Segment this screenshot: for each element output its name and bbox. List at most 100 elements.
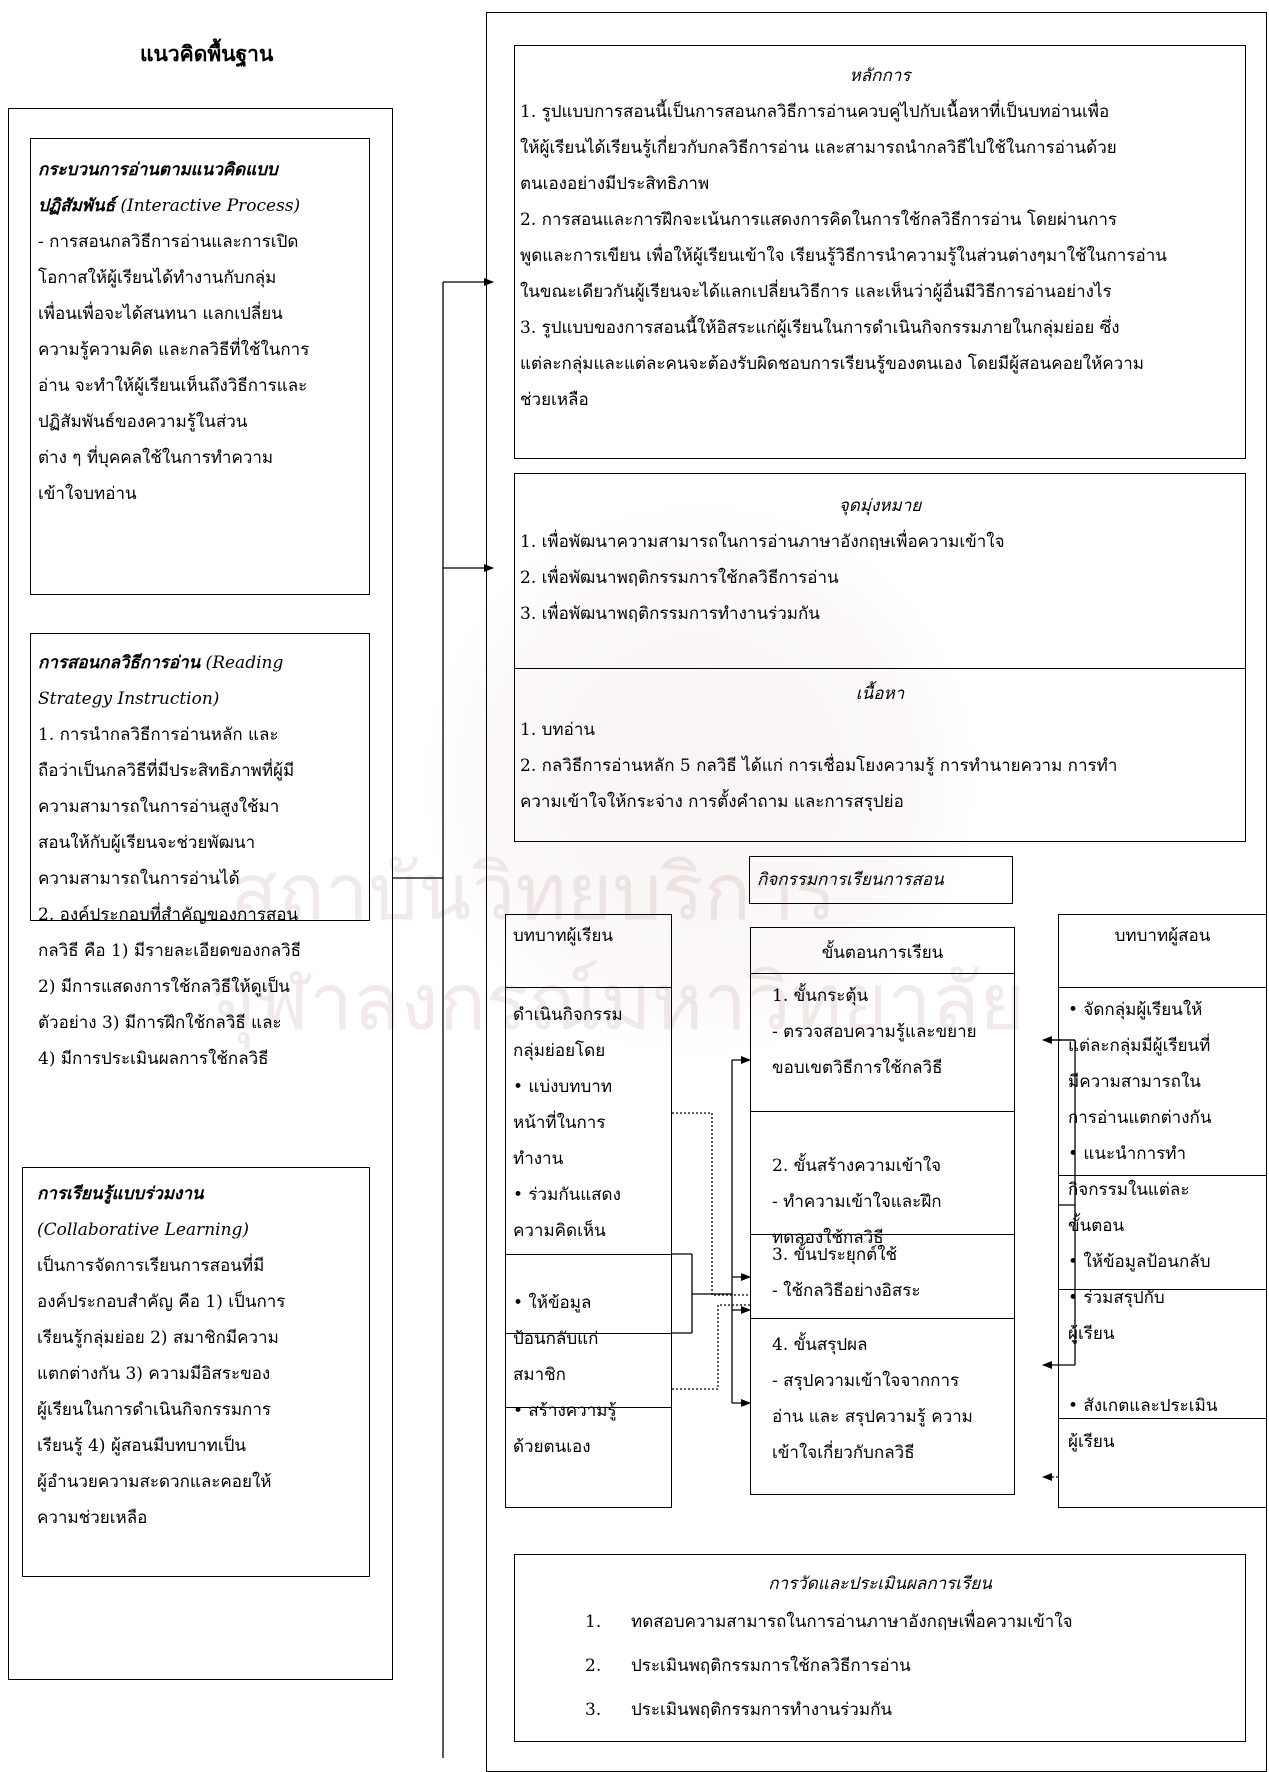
interactive-heading-line2: ปฏิสัมพันธ์ (Interactive Process) [38, 188, 368, 224]
principles-box [514, 45, 1246, 459]
strategy-heading2-en: Strategy Instruction) [38, 689, 220, 709]
watermark-text-top: สถาบันวิทยบริการ [230, 848, 837, 938]
learner-role-box [505, 914, 672, 1508]
activities-title-box [749, 856, 1013, 904]
content-line: 1. บทอ่าน [520, 720, 595, 740]
step-1: 1. ขั้นกระตุ้น - ตรวจสอบความรู้และขยาย ข… [772, 978, 1012, 1086]
teacher-line: • จัดกลุ่มผู้เรียนให้ [1068, 1000, 1203, 1020]
step-1-line: 1. ขั้นกระตุ้น [772, 986, 869, 1006]
interactive-line: ต่าง ๆ ที่บุคคลใช้ในการทำความ [38, 448, 274, 468]
teacher-line: • สังเกตและประเมิน [1068, 1396, 1218, 1416]
learner-line: ความคิดเห็น [513, 1221, 606, 1241]
step-4-line: เข้าใจเกี่ยวกับกลวิธี [772, 1443, 915, 1463]
steps-divider [750, 1111, 1015, 1112]
activities-title: กิจกรรมการเรียนการสอน [757, 870, 944, 890]
principles-text: หลักการ 1. รูปแบบการสอนนี้เป็นการสอนกลวิ… [520, 58, 1240, 418]
teacher-line: กิจกรรมในแต่ละ [1068, 1180, 1190, 1200]
strategy-line: ตัวอย่าง 3) มีการฝึกใช้กลวิธี และ [38, 1013, 282, 1033]
strategy-heading: การสอนกลวิธีการอ่าน [38, 653, 201, 673]
interactive-line: เข้าใจบทอ่าน [38, 484, 137, 504]
collab-line: ผู้เรียนในการดำเนินกิจกรรมการ [37, 1400, 271, 1420]
strategy-line: 2. องค์ประกอบที่สำคัญของการสอน [38, 905, 299, 925]
interactive-line: ปฏิสัมพันธ์ของความรู้ในส่วน [38, 412, 248, 432]
principles-line: ให้ผู้เรียนได้เรียนรู้เกี่ยวกับกลวิธีการ… [520, 138, 1117, 158]
strategy-line: สอนให้กับผู้เรียนจะช่วยพัฒนา [38, 833, 256, 853]
teacher-line: ผู้เรียน [1068, 1324, 1115, 1344]
evaluation-num: 3. [585, 1700, 602, 1720]
step-4-line: - สรุปความเข้าใจจากการ [772, 1371, 960, 1391]
strategy-line: กลวิธี คือ 1) มีรายละเอียดของกลวิธี [38, 941, 302, 961]
collab-heading: การเรียนรู้แบบร่วมงาน [37, 1184, 204, 1204]
step-2-line: ทดลองใช้กลวิธี [772, 1228, 884, 1248]
evaluation-text: ประเมินพฤติกรรมการใช้กลวิธีการอ่าน [631, 1656, 911, 1676]
learner-line: สมาชิก [513, 1365, 566, 1385]
teacher-line: มีความสามารถใน [1068, 1072, 1201, 1092]
teacher-line: การอ่านแตกต่างกัน [1068, 1108, 1212, 1128]
learner-line: ด้วยตนเอง [513, 1437, 591, 1457]
teacher-line: ขั้นตอน [1068, 1216, 1125, 1236]
evaluation-item: 2. ประเมินพฤติกรรมการใช้กลวิธีการอ่าน [585, 1648, 1235, 1684]
learning-steps-box [750, 927, 1015, 1495]
objectives-text: จุดมุ่งหมาย 1. เพื่อพัฒนาความสามารถในการ… [520, 488, 1240, 632]
principles-line: ตนเองอย่างมีประสิทธิภาพ [520, 174, 710, 194]
left-title: แนวคิดพื้นฐาน [140, 41, 274, 66]
step-1-line: ขอบเขตวิธีการใช้กลวิธี [772, 1058, 943, 1078]
learner-line: ดำเนินกิจกรรม [513, 1005, 623, 1025]
evaluation-text: ทดสอบความสามารถในการอ่านภาษาอังกฤษเพื่อค… [631, 1612, 1073, 1632]
step-4-line: 4. ขั้นสรุปผล [772, 1335, 868, 1355]
evaluation-num: 1. [585, 1612, 602, 1632]
step-4-line: อ่าน และ สรุปความรู้ ความ [772, 1407, 973, 1427]
interactive-line: ความรู้ความคิด และกลวิธีที่ใช้ในการ [38, 340, 310, 360]
objectives-line: 3. เพื่อพัฒนาพฤติกรรมการทำงานร่วมกัน [520, 604, 820, 624]
interactive-heading2-en: (Interactive Process) [115, 196, 301, 216]
strategy-line: 4) มีการประเมินผลการใช้กลวิธี [38, 1049, 269, 1069]
teacher-line: • แนะนำการทำ [1068, 1144, 1187, 1164]
interactive-line: เพื่อนเพื่อจะได้สนทนา แลกเปลี่ยน [38, 304, 283, 324]
evaluation-box [514, 1554, 1246, 1742]
collab-line: เรียนรู้ 4) ผู้สอนมีบทบาทเป็น [37, 1436, 247, 1456]
learner-line: ทำงาน [513, 1149, 564, 1169]
step-2-line: - ทำความเข้าใจและฝึก [772, 1192, 942, 1212]
collab-line: เป็นการจัดการเรียนการสอนที่มี [37, 1256, 265, 1276]
objectives-line: 1. เพื่อพัฒนาความสามารถในการอ่านภาษาอังก… [520, 532, 1005, 552]
strategy-line: 1. การนำกลวิธีการอ่านหลัก และ [38, 725, 279, 745]
steps-divider [750, 1234, 1015, 1235]
interactive-line: - การสอนกลวิธีการอ่านและการเปิด [38, 232, 299, 252]
step-2: 2. ขั้นสร้างความเข้าใจ - ทำความเข้าใจและ… [772, 1148, 1012, 1256]
objectives-title: จุดมุ่งหมาย [838, 496, 922, 516]
teacher-line: แต่ละกลุ่มมีผู้เรียนที่ [1068, 1036, 1211, 1056]
teacher-divider [1058, 1289, 1267, 1290]
principles-line: แต่ละกลุ่มและแต่ละคนจะต้องรับผิดชอบการเร… [520, 354, 1144, 374]
step-3: 3. ขั้นประยุกต์ใช้ - ใช้กลวิธีอย่างอิสระ [772, 1237, 1012, 1309]
learner-divider [505, 1407, 672, 1408]
learner-line [513, 1249, 671, 1285]
steps-divider [750, 1318, 1015, 1319]
principles-line: 3. รูปแบบของการสอนนี้ให้อิสระแก่ผู้เรียน… [520, 318, 1120, 338]
learner-title: บทบาทผู้เรียน [513, 926, 614, 946]
evaluation-num: 2. [585, 1656, 602, 1676]
collab-line: แตกต่างกัน 3) ความมีอิสระของ [37, 1364, 271, 1384]
step-1-line: - ตรวจสอบความรู้และขยาย [772, 1022, 977, 1042]
learner-line: กลุ่มย่อยโดย [513, 1041, 606, 1061]
strategy-line: ความสามารถในการอ่านสูงใช้มา [38, 797, 280, 817]
steps-title-divider [750, 973, 1015, 974]
collab-line: ความช่วยเหลือ [37, 1508, 148, 1528]
interactive-line: โอกาสให้ผู้เรียนได้ทำงานกับกลุ่ม [38, 268, 277, 288]
learner-text: ดำเนินกิจกรรม กลุ่มย่อยโดย • แบ่งบทบาท ห… [513, 997, 671, 1465]
content-title: เนื้อหา [855, 684, 905, 704]
collaborative-learning-text: การเรียนรู้แบบร่วมงาน (Collaborative Lea… [37, 1176, 367, 1536]
strategy-heading-line: การสอนกลวิธีการอ่าน (Reading [38, 645, 368, 681]
learner-line: • แบ่งบทบาท [513, 1077, 613, 1097]
teacher-line: • ให้ข้อมูลป้อนกลับ [1068, 1252, 1211, 1272]
interactive-heading2: ปฏิสัมพันธ์ [38, 196, 115, 216]
teacher-title-divider [1058, 987, 1267, 988]
evaluation-title: การวัดและประเมินผลการเรียน [768, 1574, 992, 1594]
step-3-line: - ใช้กลวิธีอย่างอิสระ [772, 1281, 921, 1301]
teacher-text: • จัดกลุ่มผู้เรียนให้ แต่ละกลุ่มมีผู้เรี… [1068, 992, 1268, 1460]
step-3-line: 3. ขั้นประยุกต์ใช้ [772, 1245, 898, 1265]
learner-divider [505, 1254, 672, 1255]
interactive-process-box [30, 138, 370, 595]
interactive-process-text: กระบวนการอ่านตามแนวคิดแบบ ปฏิสัมพันธ์ (I… [38, 152, 368, 512]
learner-line: • สร้างความรู้ [513, 1401, 617, 1421]
